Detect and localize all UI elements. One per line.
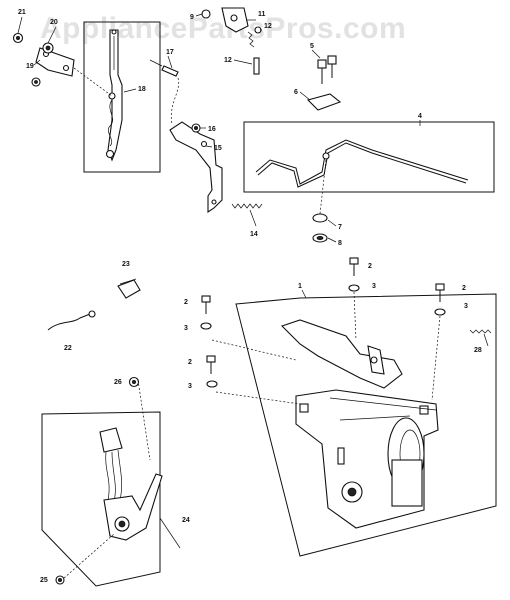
pin-17 (149, 59, 179, 77)
callout-26: 26 (114, 379, 122, 386)
callout-4: 4 (418, 113, 422, 120)
screw-2-left-a (201, 295, 211, 314)
screw-2-top-a (349, 257, 359, 276)
screws-5-top (317, 55, 337, 84)
assembly-18-frame (83, 21, 161, 173)
callout-5: 5 (310, 43, 314, 50)
assembly-4-frame (243, 121, 495, 193)
callout-2-top-b: 2 (462, 285, 466, 292)
callout-3-top-b: 3 (464, 303, 468, 310)
washer-3-left-b (206, 380, 218, 388)
connector-23 (117, 278, 141, 299)
callout-19: 19 (26, 63, 34, 70)
callout-24: 24 (182, 517, 190, 524)
callout-22: 22 (64, 345, 72, 352)
callout-labels: 21 20 19 18 17 16 15 14 9 11 12 12 5 6 4… (18, 9, 482, 584)
timer-motor-assembly (280, 319, 439, 529)
assembly-24-frame (41, 411, 161, 587)
screw-2-left-b (206, 355, 216, 374)
rod-assembly-18 (105, 29, 123, 162)
screw-25 (55, 575, 65, 585)
harness-24 (99, 427, 163, 541)
callout-6: 6 (294, 89, 298, 96)
callout-16: 16 (208, 126, 216, 133)
callout-14: 14 (250, 231, 258, 238)
leader-lines (17, 13, 489, 549)
assembly-1-frame (235, 293, 497, 557)
washer-3-top-a (348, 284, 360, 292)
screw-2-top-b (435, 283, 445, 302)
callout-15: 15 (214, 145, 222, 152)
callout-12-top: 12 (264, 23, 272, 30)
spring-14 (231, 203, 263, 209)
bracket-19 (35, 47, 75, 77)
callout-17: 17 (166, 49, 174, 56)
screw-19 (31, 77, 41, 87)
callout-23: 23 (122, 261, 130, 268)
bracket-6 (306, 93, 342, 111)
bracket-15 (169, 121, 223, 214)
nut-16 (191, 123, 201, 133)
pin-12 (253, 57, 260, 75)
callout-11: 11 (258, 11, 266, 18)
washer-3-top-b (434, 308, 446, 316)
screw-26 (128, 376, 140, 388)
callout-18: 18 (138, 86, 146, 93)
callout-12: 12 (224, 57, 232, 64)
switch-assembly-11 (221, 7, 249, 33)
rod-4 (255, 139, 469, 188)
callout-3-left-b: 3 (188, 383, 192, 390)
screw-21 (12, 32, 24, 44)
callout-28: 28 (474, 347, 482, 354)
spring-28 (469, 329, 492, 334)
callout-20: 20 (50, 19, 58, 26)
spring-nut-20 (42, 42, 54, 54)
wire-22 (47, 310, 96, 331)
callout-1-main: 1 (298, 283, 302, 290)
spring-12 (247, 26, 262, 48)
callout-25: 25 (40, 577, 48, 584)
washer-3-left-a (200, 322, 212, 330)
callout-2-left-a: 2 (184, 299, 188, 306)
callout-21: 21 (18, 9, 26, 16)
callout-2-top-a: 2 (368, 263, 372, 270)
callout-7: 7 (338, 224, 342, 231)
callout-3-top-a: 3 (372, 283, 376, 290)
spring-9 (201, 9, 211, 19)
callout-3-left-a: 3 (184, 325, 188, 332)
callout-2-left-b: 2 (188, 359, 192, 366)
callout-9: 9 (190, 14, 194, 21)
washers-7-8 (312, 213, 328, 243)
callout-8: 8 (338, 240, 342, 247)
